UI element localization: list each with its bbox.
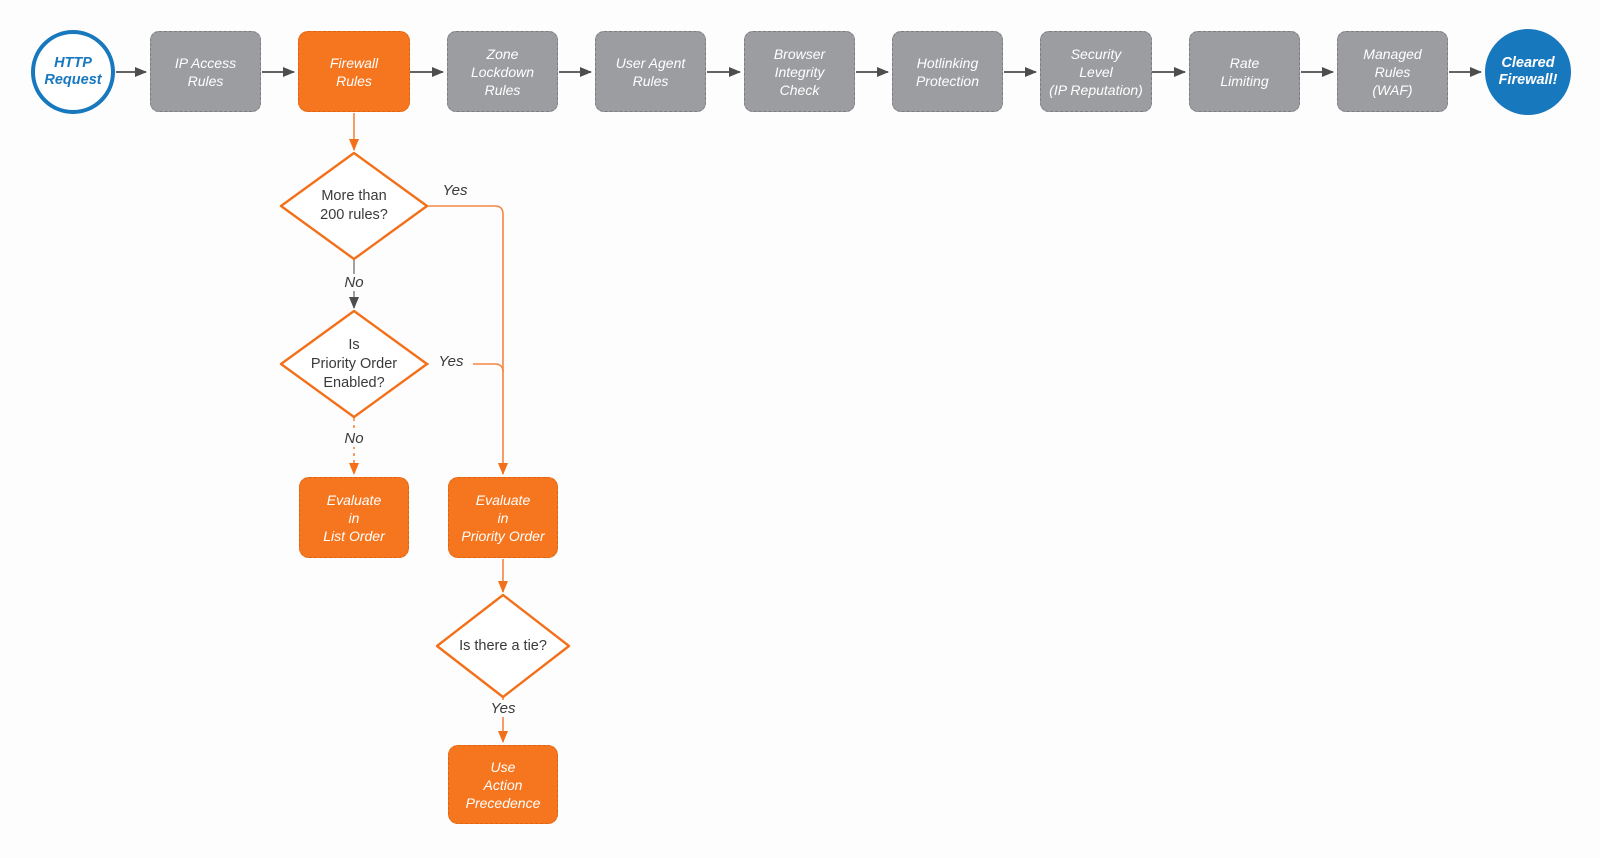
edge-label-decision1-yes: Yes [442, 182, 468, 199]
node-user-agent-rules: User Agent Rules [595, 31, 706, 112]
decision-more-than-200-rules-label: More than 200 rules? [320, 188, 388, 223]
node-evaluate-in-list-order: Evaluate in List Order [299, 477, 409, 558]
edge-label-decision2-no: No [332, 430, 376, 447]
edge-label-decision1-no: No [332, 274, 376, 291]
node-ip-access-rules: IP Access Rules [150, 31, 261, 112]
node-zone-lockdown-rules: Zone Lockdown Rules [447, 31, 558, 112]
node-http-request: HTTP Request [31, 30, 115, 114]
node-use-action-precedence: Use Action Precedence [448, 745, 558, 824]
decision-shapes [279, 151, 571, 699]
node-rate-limiting: Rate Limiting [1189, 31, 1300, 112]
node-managed-rules-waf: Managed Rules (WAF) [1337, 31, 1448, 112]
decision-priority-order-enabled-label: Is Priority Order Enabled? [310, 336, 398, 391]
decision-is-there-a-tie-label: Is there a tie? [459, 638, 547, 654]
decision-priority-order-enabled-shape [279, 309, 429, 419]
decision-more-than-200-rules-shape [279, 151, 429, 261]
node-evaluate-in-priority-order: Evaluate in Priority Order [448, 477, 558, 558]
edge-label-decision2-yes: Yes [429, 353, 473, 370]
node-cleared-firewall: Cleared Firewall! [1485, 29, 1571, 115]
edge-decision2-yes [427, 363, 504, 373]
node-hotlinking-protection: Hotlinking Protection [892, 31, 1003, 112]
node-security-level: Security Level (IP Reputation) [1040, 31, 1152, 112]
node-browser-integrity-check: Browser Integrity Check [744, 31, 855, 112]
node-firewall-rules: Firewall Rules [298, 31, 410, 112]
decision-is-there-a-tie-shape [435, 593, 571, 699]
edge-decision1-yes [427, 205, 508, 475]
edge-label-decision3-yes: Yes [481, 700, 525, 717]
